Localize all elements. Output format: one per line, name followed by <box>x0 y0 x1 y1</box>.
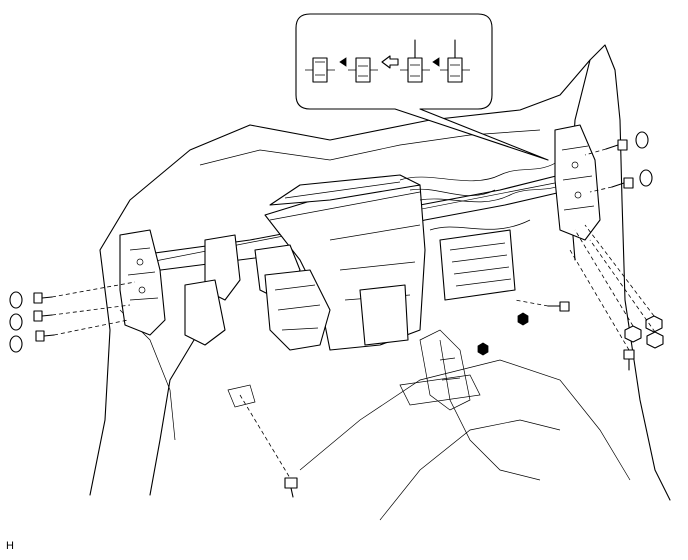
arrow-left-icon <box>339 57 347 67</box>
nut-icon <box>646 331 664 349</box>
right-lower-fasteners <box>569 224 664 371</box>
center-fasteners <box>477 299 570 356</box>
right-upper-fasteners <box>584 131 653 193</box>
washer-icon <box>9 313 23 331</box>
air-duct <box>269 174 421 206</box>
bolt-icon <box>33 310 53 322</box>
figure-code: H <box>6 540 14 552</box>
vehicle-body-outline <box>89 44 671 521</box>
nut-icon <box>624 325 642 343</box>
clip-stage-2 <box>348 57 378 83</box>
nut-icon <box>517 312 529 326</box>
bolt-icon <box>35 330 55 342</box>
steering-support <box>264 269 331 351</box>
bolt-icon <box>605 139 628 151</box>
arrow-left-icon <box>432 57 440 67</box>
nut-icon <box>645 315 663 333</box>
nut-icon <box>477 342 489 356</box>
washer-icon <box>639 169 653 187</box>
lower-fastener <box>227 384 298 498</box>
bolt-icon <box>284 477 298 498</box>
right-side-bracket <box>554 124 601 241</box>
detail-callout <box>295 13 549 161</box>
clip-stage-1 <box>305 57 335 83</box>
bolt-icon <box>611 177 634 189</box>
clip-stage-4 <box>440 39 470 83</box>
washer-icon <box>9 335 23 353</box>
washer-icon <box>635 131 649 149</box>
arrow-left-outline-icon <box>381 55 399 69</box>
clip-stage-3 <box>400 39 430 83</box>
left-side-bracket <box>119 229 166 336</box>
wire-harness <box>399 159 571 231</box>
bolt-icon <box>33 292 53 304</box>
floor-console <box>399 329 481 411</box>
left-fasteners <box>9 281 136 353</box>
bolt-icon <box>623 349 635 371</box>
washer-icon <box>9 291 23 309</box>
bolt-icon <box>547 301 570 312</box>
